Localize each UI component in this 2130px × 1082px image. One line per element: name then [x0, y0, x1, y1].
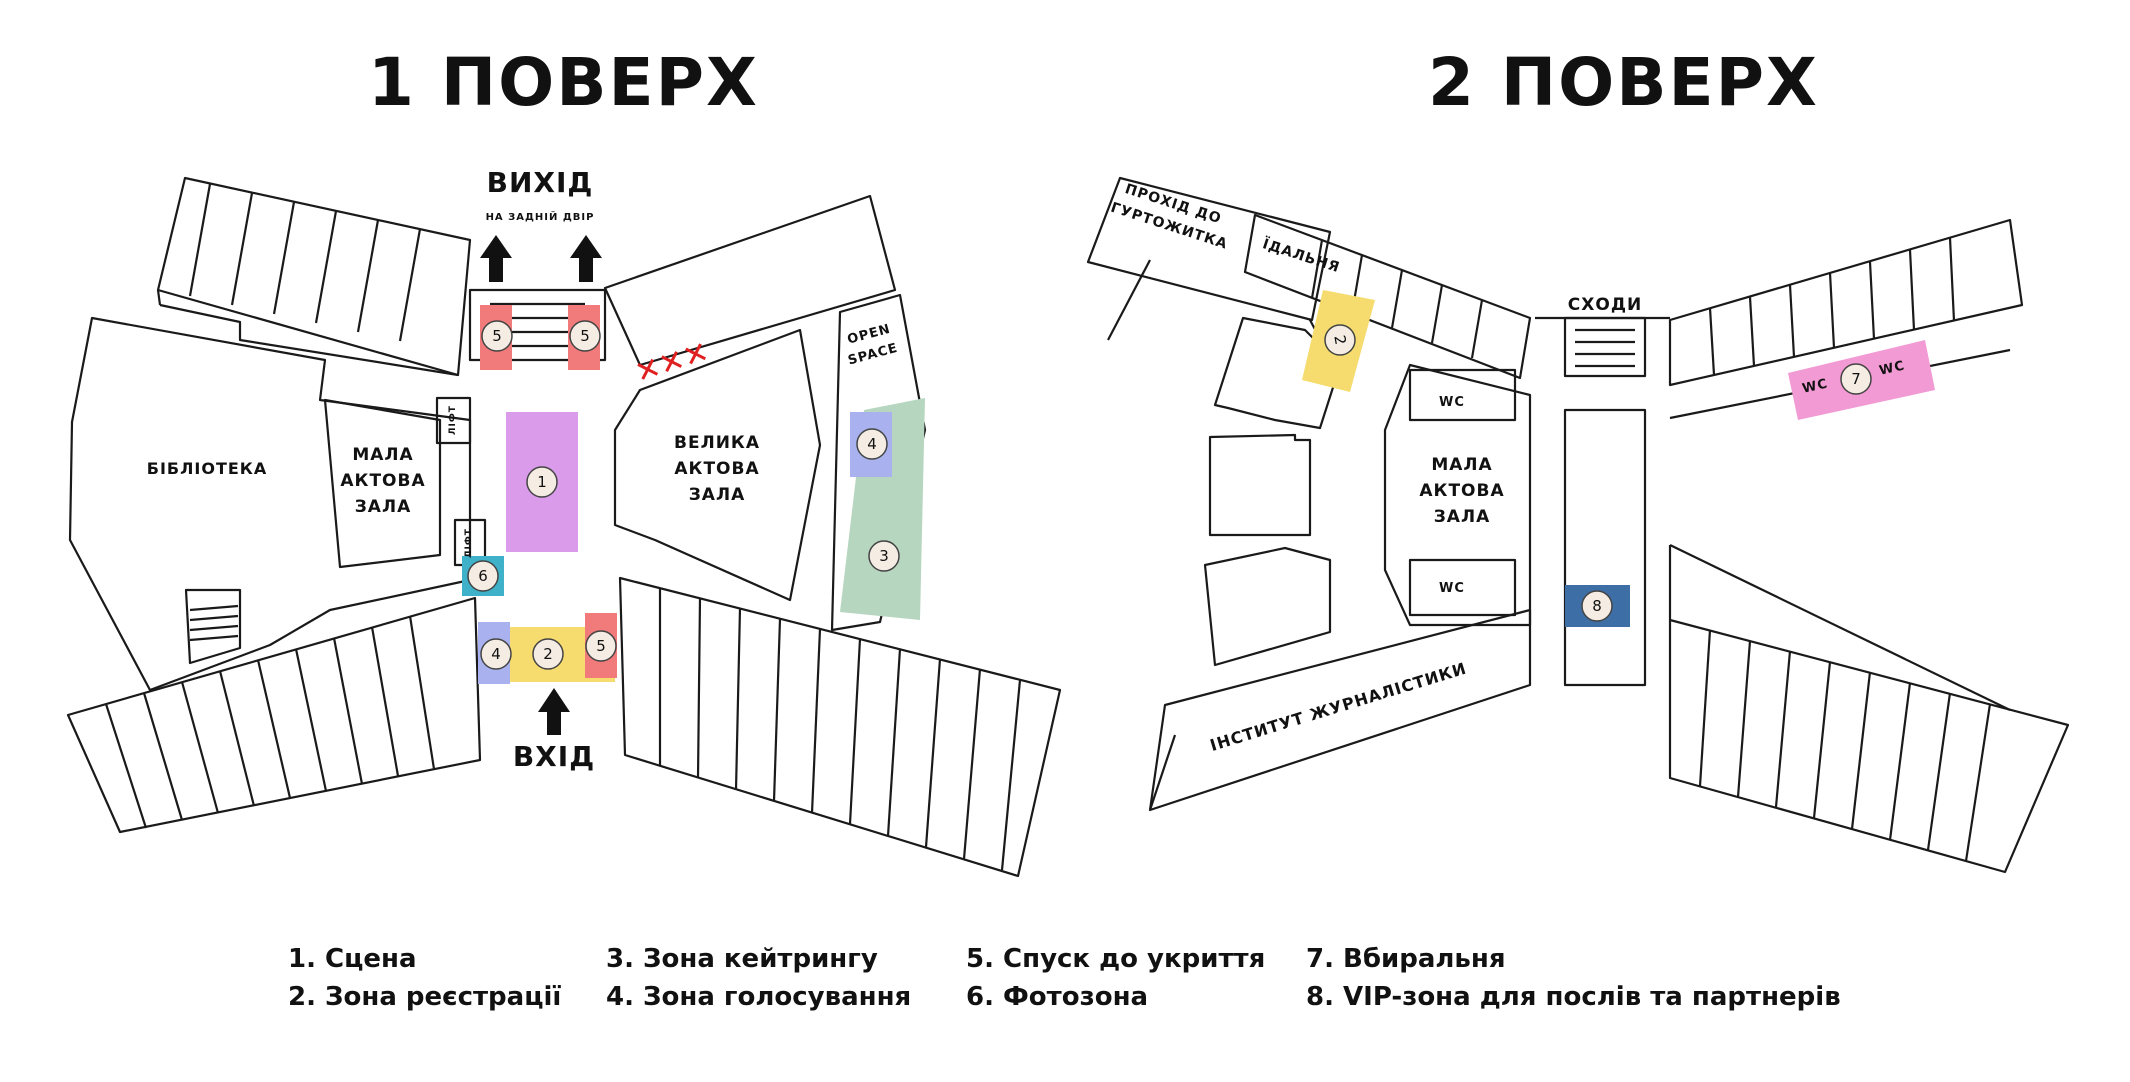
f1-block-top-right — [603, 194, 897, 367]
f2-journalism — [1148, 608, 1532, 812]
f1-rooms-top-left — [188, 183, 422, 342]
wc-label-bottom: WC — [1439, 581, 1465, 596]
f2-small-hall-2: АКТОВА — [1419, 481, 1504, 501]
f2-rooms-top-right — [1708, 237, 1956, 376]
lift-label-bottom: ЛІФТ — [464, 528, 474, 558]
num-5-right: 5 — [580, 327, 590, 345]
marker-4-top — [856, 428, 888, 460]
lift-label-top: ЛІФТ — [448, 405, 458, 435]
legend-item-6: 6. Фотозона — [966, 982, 1149, 1012]
marker-7 — [1840, 363, 1872, 395]
floor-1-title: 1 ПОВЕРХ — [368, 44, 759, 121]
f1-block-bottom-right — [618, 576, 1062, 878]
exit-arrow-left-icon — [480, 235, 512, 282]
num-4-bottom: 4 — [491, 645, 501, 663]
f1-library — [68, 316, 472, 692]
f2-passage-dorm — [1086, 176, 1332, 322]
exit-arrow-right-icon — [570, 235, 602, 282]
f2-office-3 — [1203, 546, 1332, 667]
f2-office-2 — [1208, 433, 1312, 537]
f1-small-hall — [323, 398, 442, 569]
num-5-bottom: 5 — [596, 637, 606, 655]
closed-passage-mark: ✕✕✕ — [631, 335, 714, 392]
wc-label-7a: WC — [1801, 376, 1830, 396]
num-2-f2: 2 — [1330, 334, 1349, 347]
num-7: 7 — [1851, 370, 1861, 388]
f2-corridor — [1563, 408, 1647, 687]
stairs-label: СХОДИ — [1568, 295, 1642, 315]
f1-small-hall-1: МАЛА — [352, 445, 413, 465]
marker-4-bottom — [480, 638, 512, 670]
legend-item-7: 7. Вбиральня — [1306, 944, 1506, 974]
f1-block-bottom-left — [66, 596, 482, 834]
entrance-label: ВХІД — [513, 740, 595, 773]
num-1: 1 — [537, 473, 547, 491]
marker-2 — [532, 638, 564, 670]
legend-column-1: 1. Сцена 2. Зона реєстрації — [288, 940, 561, 1016]
f2-small-hall-3: ЗАЛА — [1434, 507, 1491, 527]
f1-arrows — [480, 235, 602, 735]
f1-library-stairs — [184, 588, 242, 665]
marker-5-right — [569, 320, 601, 352]
f1-big-hall-1: ВЕЛИКА — [674, 433, 760, 453]
exit-label: ВИХІД — [487, 166, 594, 199]
num-3: 3 — [879, 547, 889, 565]
f1-exit-stairs — [468, 288, 607, 362]
legend-column-4: 7. Вбиральня 8. VIP-зона для послів та п… — [1306, 940, 1841, 1016]
f1-big-hall-2: АКТОВА — [674, 459, 759, 479]
floor-1-walls — [66, 176, 1062, 878]
f2-zone-markers — [1324, 324, 1872, 622]
num-8: 8 — [1592, 597, 1602, 615]
num-6: 6 — [478, 567, 488, 585]
f2-block-bottom-right — [1668, 618, 2070, 874]
wc-label-7b: WC — [1878, 358, 1907, 378]
f2-small-hall-1: МАЛА — [1431, 455, 1492, 475]
f2-wc-bottom — [1408, 558, 1517, 617]
marker-5-left — [481, 320, 513, 352]
marker-5-bottom — [585, 630, 617, 662]
legend-item-4: 4. Зона голосування — [606, 982, 912, 1012]
legend-column-2: 3. Зона кейтрингу 4. Зона голосування — [606, 940, 911, 1016]
marker-2-f2 — [1324, 324, 1356, 356]
wc-label-top: WC — [1439, 395, 1465, 410]
f2-stairs — [1563, 316, 1647, 378]
canteen-label: ЇДАЛЬНЯ — [1261, 235, 1343, 276]
f2-canteen — [1243, 213, 1532, 380]
num-2: 2 — [543, 645, 553, 663]
exit-sub-label: НА ЗАДНІЙ ДВІР — [486, 210, 595, 223]
f1-small-hall-2: АКТОВА — [340, 471, 425, 491]
legend-item-1: 1. Сцена — [288, 944, 417, 974]
library-label: БІБЛІОТЕКА — [147, 459, 268, 478]
legend-item-3: 3. Зона кейтрингу — [606, 944, 878, 974]
marker-1 — [526, 466, 558, 498]
floor-2-walls — [1086, 176, 2070, 874]
entrance-arrow-icon — [538, 688, 570, 735]
journalism-label: ІНСТИТУТ ЖУРНАЛІСТИКИ — [1208, 659, 1469, 755]
marker-8 — [1581, 590, 1613, 622]
f2-block-top-right — [1668, 218, 2024, 387]
marker-3 — [868, 540, 900, 572]
legend-item-2: 2. Зона реєстрації — [288, 982, 562, 1012]
marker-6 — [467, 560, 499, 592]
legend-column-3: 5. Спуск до укриття 6. Фотозона — [966, 940, 1265, 1016]
num-5-left: 5 — [492, 327, 502, 345]
floor-2-title: 2 ПОВЕРХ — [1428, 44, 1819, 121]
f2-office-1 — [1213, 316, 1347, 430]
f1-rooms-bottom-left — [104, 615, 436, 829]
f2-rooms-bottom-right — [1698, 629, 1992, 862]
f1-big-hall — [613, 328, 822, 602]
num-4-top: 4 — [867, 435, 877, 453]
f1-lift-top — [435, 396, 472, 445]
f1-small-hall-3: ЗАЛА — [355, 497, 412, 517]
legend-item-8: 8. VIP-зона для послів та партнерів — [1306, 982, 1841, 1012]
f1-rooms-bottom-right — [658, 588, 1022, 871]
f1-zone-markers — [467, 320, 900, 670]
f2-small-hall — [1383, 363, 1532, 627]
legend-item-5: 5. Спуск до укриття — [966, 944, 1266, 974]
f2-wc-top — [1408, 368, 1517, 422]
f2-rooms-canteen — [1310, 239, 1484, 359]
f1-big-hall-3: ЗАЛА — [689, 485, 746, 505]
